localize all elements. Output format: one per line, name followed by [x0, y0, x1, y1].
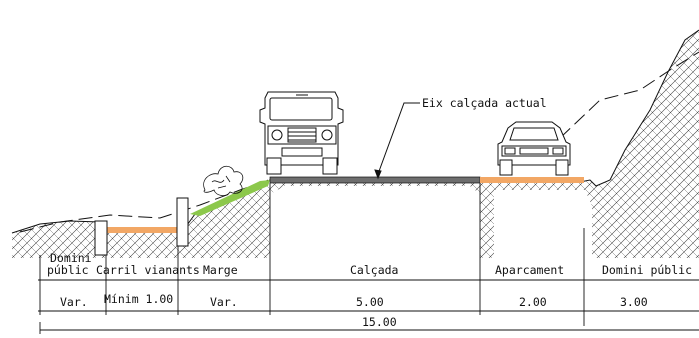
label-aparcament: Aparcament [495, 263, 564, 277]
label-marge: Marge [203, 263, 238, 277]
eix-calcada-label: Eix calçada actual [422, 96, 547, 110]
dim-minim: Mínim 1.00 [104, 292, 173, 306]
label-carril-vianants: Carril vianants [96, 263, 200, 277]
dim-var-marge: Var. [210, 295, 238, 309]
sidewalk-strip [107, 227, 179, 233]
dim-aparcament: 2.00 [519, 295, 547, 309]
grass-slope [190, 180, 270, 216]
dim-total: 15.00 [362, 315, 397, 329]
label-calcada: Calçada [350, 263, 398, 277]
bollard-icon [94, 220, 108, 256]
dashed-terrain-line [19, 51, 699, 233]
dim-calcada: 5.00 [356, 295, 384, 309]
road-asphalt [269, 176, 481, 184]
dim-var-left: Var. [60, 295, 88, 309]
bush-icon [203, 165, 244, 196]
dimension-lines [38, 183, 699, 334]
car-icon [497, 121, 571, 176]
label-domini-public-left-2: públic [47, 263, 89, 277]
parking-strip [480, 177, 584, 183]
bollard-icon [176, 197, 189, 247]
label-domini-public-left-1: Domini [50, 251, 92, 265]
van-icon [259, 91, 344, 175]
dim-domini-right: 3.00 [620, 295, 648, 309]
label-domini-public-right: Domini públic [602, 263, 692, 277]
eix-pointer [374, 102, 420, 180]
